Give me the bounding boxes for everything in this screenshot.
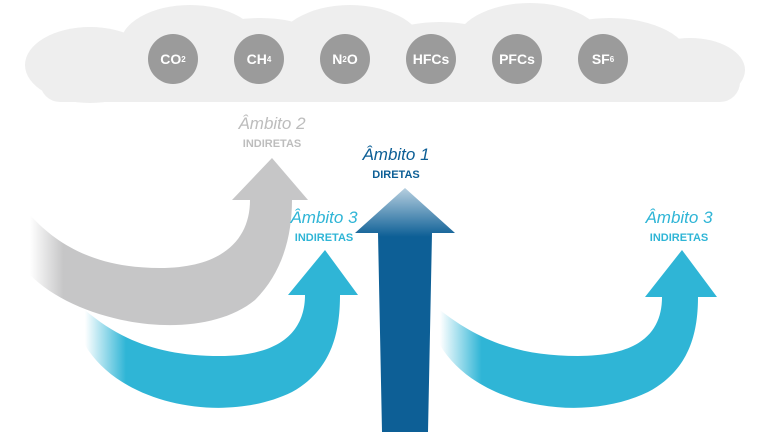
- gas-pfcs: PFCs: [492, 34, 542, 84]
- scope3-right-title: Âmbito 3: [645, 208, 713, 227]
- clouds: [25, 3, 745, 103]
- scope1-arrow: [355, 188, 455, 432]
- scope3-left-title: Âmbito 3: [290, 208, 358, 227]
- scope2-title: Âmbito 2: [238, 114, 306, 133]
- scope3-left-arrow: [85, 250, 358, 408]
- gas-hfcs: HFCs: [406, 34, 456, 84]
- scope1-title: Âmbito 1: [362, 145, 430, 164]
- scope1-subtitle: DIRETAS: [372, 169, 420, 181]
- scope3-right-subtitle: INDIRETAS: [649, 232, 709, 244]
- scope3-right-label: Âmbito 3 INDIRETAS: [609, 208, 749, 244]
- scope3-right-arrow: [440, 250, 717, 408]
- scope1-label: Âmbito 1 DIRETAS: [326, 145, 466, 181]
- scope2-label: Âmbito 2 INDIRETAS: [202, 114, 342, 150]
- scope3-left-subtitle: INDIRETAS: [294, 232, 354, 244]
- scope3-left-label: Âmbito 3 INDIRETAS: [254, 208, 394, 244]
- scope2-arrow: [30, 158, 308, 326]
- scope2-subtitle: INDIRETAS: [242, 138, 302, 150]
